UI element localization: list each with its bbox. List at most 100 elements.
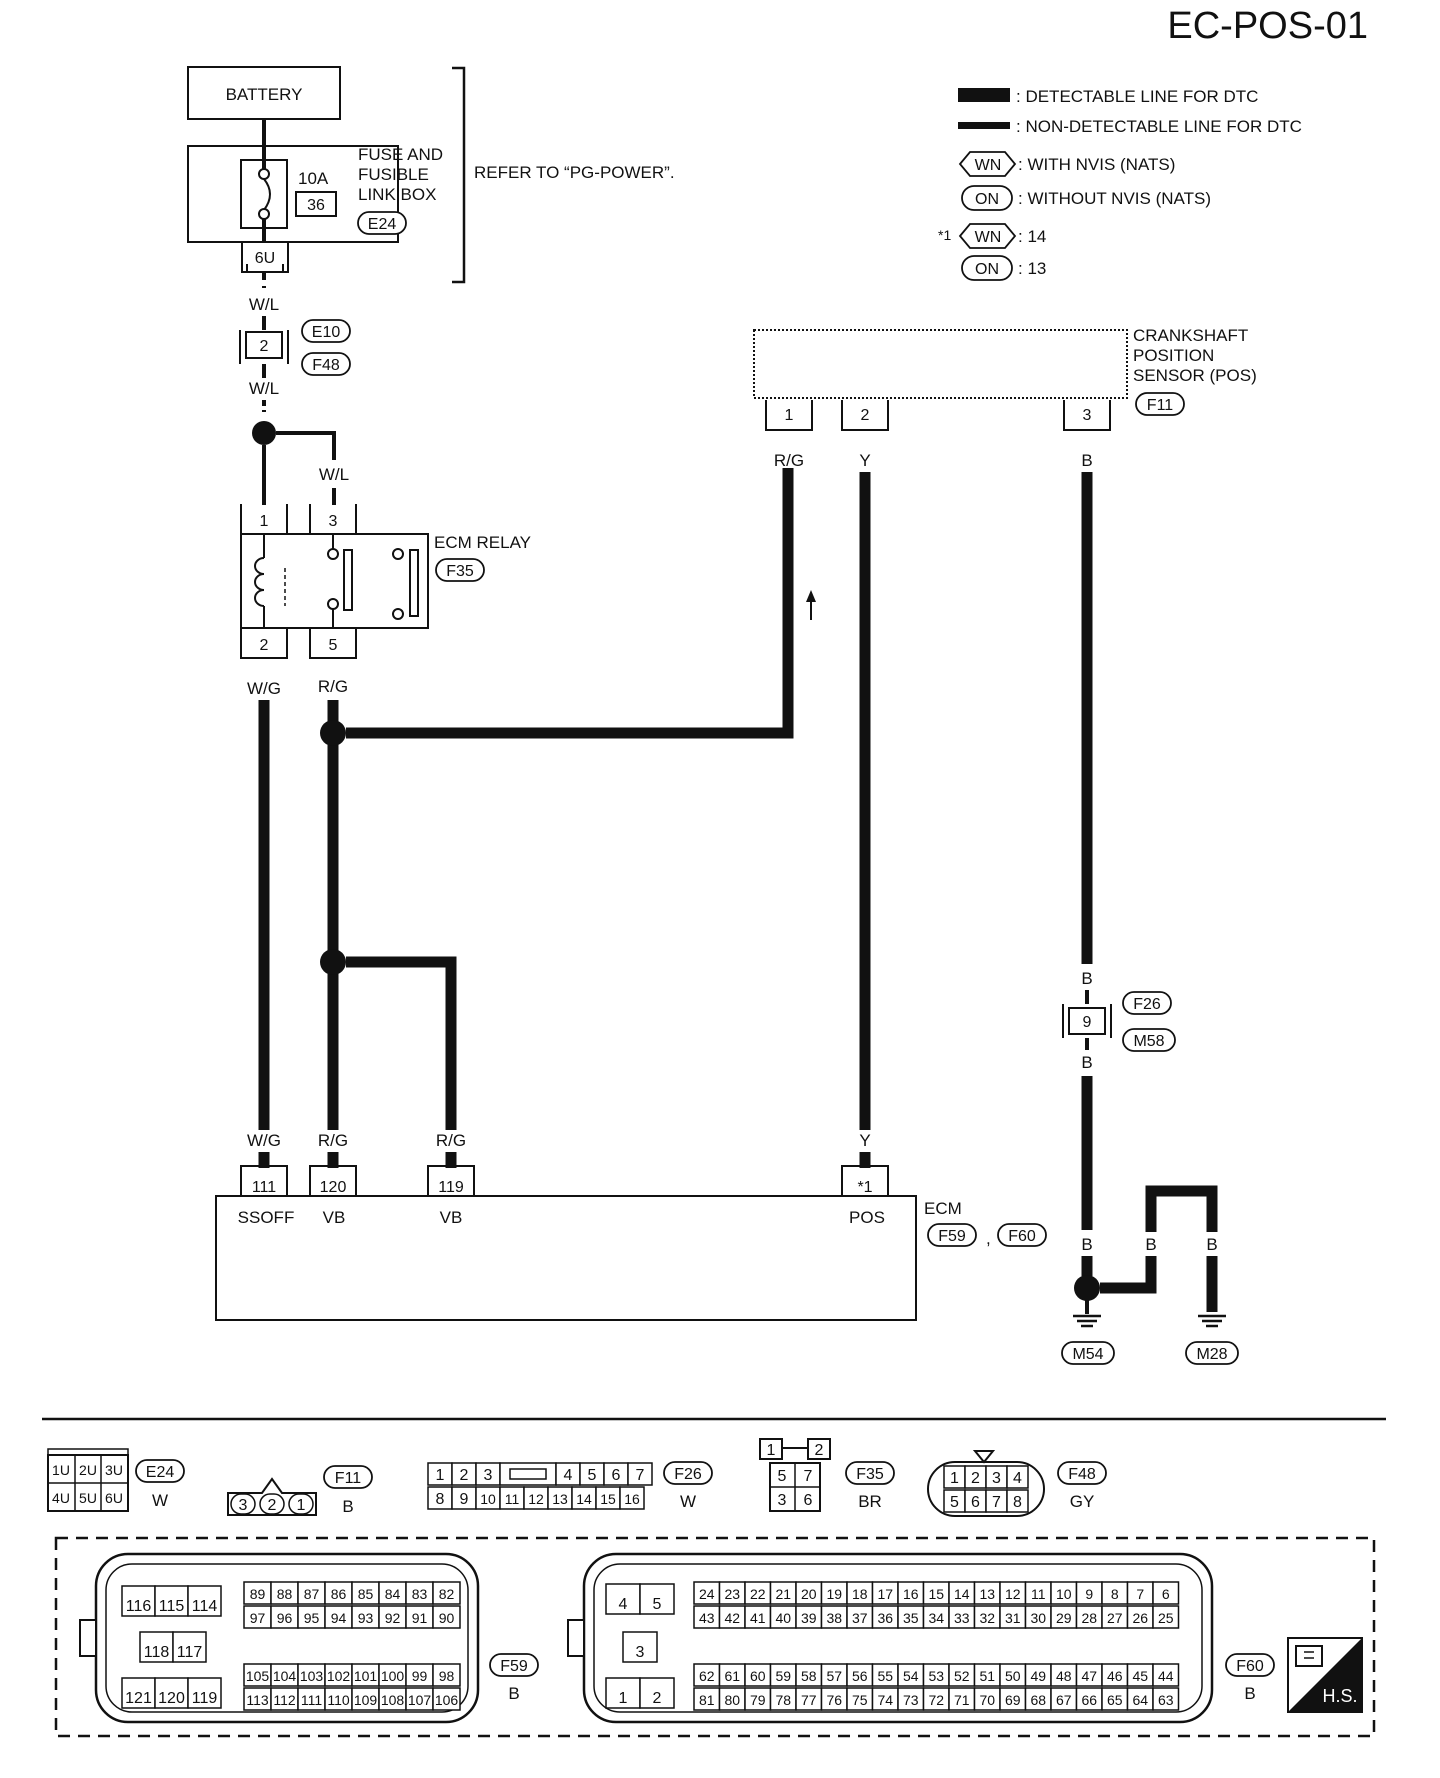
- svg-text:6: 6: [804, 1492, 813, 1509]
- hs-badge: H.S.: [1287, 1637, 1363, 1713]
- f60-pin-label: 37: [852, 1610, 868, 1626]
- svg-text:W: W: [680, 1492, 696, 1511]
- f59-pin-label: 104: [273, 1668, 297, 1684]
- svg-text:SENSOR (POS): SENSOR (POS): [1133, 366, 1257, 385]
- f48-pin-label: 2: [971, 1470, 980, 1487]
- f48-pin-label: 4: [1013, 1470, 1022, 1487]
- f59-cell: [172, 1631, 207, 1663]
- f59-pin-label: 94: [331, 1610, 347, 1626]
- ecm: W/G R/G R/G Y 111 120 119 *1 SSOFF VB VB…: [215, 1131, 1047, 1321]
- ecm-relay: 1 3 2 5 ECM RELAY F35: [240, 504, 531, 659]
- f59-pin-label: 88: [277, 1586, 293, 1602]
- svg-text:F26: F26: [674, 1466, 702, 1483]
- f59-pin-label: 87: [304, 1586, 320, 1602]
- terminal-6u: 6U: [255, 250, 275, 267]
- svg-text:2: 2: [815, 1442, 824, 1459]
- wire-rg-pos: R/G: [774, 451, 804, 470]
- f59-pin-label: 117: [177, 1644, 203, 1661]
- f59-pin-label: 116: [126, 1598, 152, 1615]
- connector-view-e24: 1U 2U 3U 4U 5U 6U E24 W: [47, 1448, 185, 1512]
- f26-pin-label: 12: [528, 1491, 544, 1507]
- f60-pin-label: 47: [1081, 1668, 1097, 1684]
- svg-text:1: 1: [260, 513, 269, 530]
- f59-pin-label: 97: [250, 1610, 266, 1626]
- f48-pin-label: 7: [992, 1494, 1001, 1511]
- svg-text:3: 3: [778, 1492, 787, 1509]
- wire-rg-3: R/G: [436, 1131, 466, 1150]
- f59-cell: [432, 1663, 461, 1687]
- wire-b-g3: B: [1206, 1235, 1217, 1254]
- f59-pin-label: 103: [300, 1668, 324, 1684]
- f59-pin-label: 119: [192, 1690, 218, 1707]
- f60-pin-label: 44: [1158, 1668, 1174, 1684]
- svg-text:2: 2: [260, 338, 269, 355]
- svg-text:F26: F26: [1133, 996, 1161, 1013]
- f26-pin-label: 3: [484, 1467, 493, 1484]
- f59-pin-label: 100: [381, 1668, 405, 1684]
- f60-cell: [605, 1677, 641, 1709]
- svg-text:F48: F48: [312, 357, 340, 374]
- f60-pin-label: 41: [750, 1610, 766, 1626]
- svg-text:VB: VB: [323, 1208, 346, 1227]
- f60-cell: [622, 1631, 658, 1663]
- f60-pin-label: 14: [954, 1586, 970, 1602]
- svg-text:FUSIBLE: FUSIBLE: [358, 165, 429, 184]
- f26-pin-label: 1: [436, 1467, 445, 1484]
- svg-text:1: 1: [297, 1497, 306, 1514]
- svg-text:6U: 6U: [105, 1490, 123, 1506]
- f59-pin-label: 89: [250, 1586, 266, 1602]
- f60-pin-label: 6: [1162, 1586, 1170, 1602]
- svg-text:E24: E24: [146, 1464, 175, 1481]
- f60-pin-label: 17: [877, 1586, 893, 1602]
- f60-pin-label: 78: [775, 1692, 791, 1708]
- f60-pin-label: 32: [979, 1610, 995, 1626]
- f60-pin-label: 9: [1085, 1586, 1093, 1602]
- f26-pin-label: 7: [636, 1467, 645, 1484]
- f59-pin-label: 83: [412, 1586, 428, 1602]
- f60-pin-label: 46: [1107, 1668, 1123, 1684]
- f60-pin-label: 77: [801, 1692, 817, 1708]
- f59-pin-label: 86: [331, 1586, 347, 1602]
- svg-text:B: B: [1244, 1684, 1255, 1703]
- f60-pin-label: 66: [1081, 1692, 1097, 1708]
- f60-pin-label: 10: [1056, 1586, 1072, 1602]
- f60-pin-label: 40: [775, 1610, 791, 1626]
- f59-cell: [187, 1677, 222, 1709]
- detectable-line-swatch: [958, 88, 1010, 102]
- fuse-and-fusible-link-box: 10A 36 FUSE AND FUSIBLE LINK BOX E24: [187, 145, 443, 243]
- svg-text:F48: F48: [1068, 1466, 1096, 1483]
- f48-pin-label: 6: [971, 1494, 980, 1511]
- svg-text:5: 5: [778, 1468, 787, 1485]
- svg-text:111: 111: [252, 1179, 276, 1196]
- crankshaft-position-sensor: CRANKSHAFT POSITION SENSOR (POS) F11 1 2…: [753, 326, 1257, 431]
- f59-pin-label: 101: [354, 1668, 378, 1684]
- svg-text:CRANKSHAFT: CRANKSHAFT: [1133, 326, 1248, 345]
- splice-ground: [1074, 1275, 1100, 1301]
- f59-pin-label: 120: [158, 1690, 185, 1707]
- svg-text:120: 120: [320, 1179, 347, 1196]
- legend-non-detectable: : NON-DETECTABLE LINE FOR DTC: [1016, 117, 1302, 136]
- f60-pin-label: 71: [954, 1692, 970, 1708]
- svg-text:F59: F59: [500, 1658, 528, 1675]
- svg-text:F59: F59: [938, 1228, 966, 1245]
- svg-text:2: 2: [268, 1497, 277, 1514]
- wire-b-f26-bot: B: [1081, 1053, 1092, 1072]
- wire-rg-2: R/G: [318, 1131, 348, 1150]
- f60-pin-label: 31: [1005, 1610, 1021, 1626]
- f60-pin-label: 38: [826, 1610, 842, 1626]
- f60-pin-label: 48: [1056, 1668, 1072, 1684]
- wire-y-pos: Y: [859, 451, 870, 470]
- svg-text:4U: 4U: [52, 1490, 70, 1506]
- f60-pin-label: 51: [979, 1668, 995, 1684]
- f60-pin-label: 65: [1107, 1692, 1123, 1708]
- f60-pin-label: 81: [699, 1692, 715, 1708]
- f59-cell: [432, 1605, 461, 1629]
- f59-pin-label: 90: [439, 1610, 455, 1626]
- f60-pin-label: 21: [775, 1586, 791, 1602]
- svg-text:WN: WN: [975, 229, 1002, 246]
- f60-pin-label: 49: [1030, 1668, 1046, 1684]
